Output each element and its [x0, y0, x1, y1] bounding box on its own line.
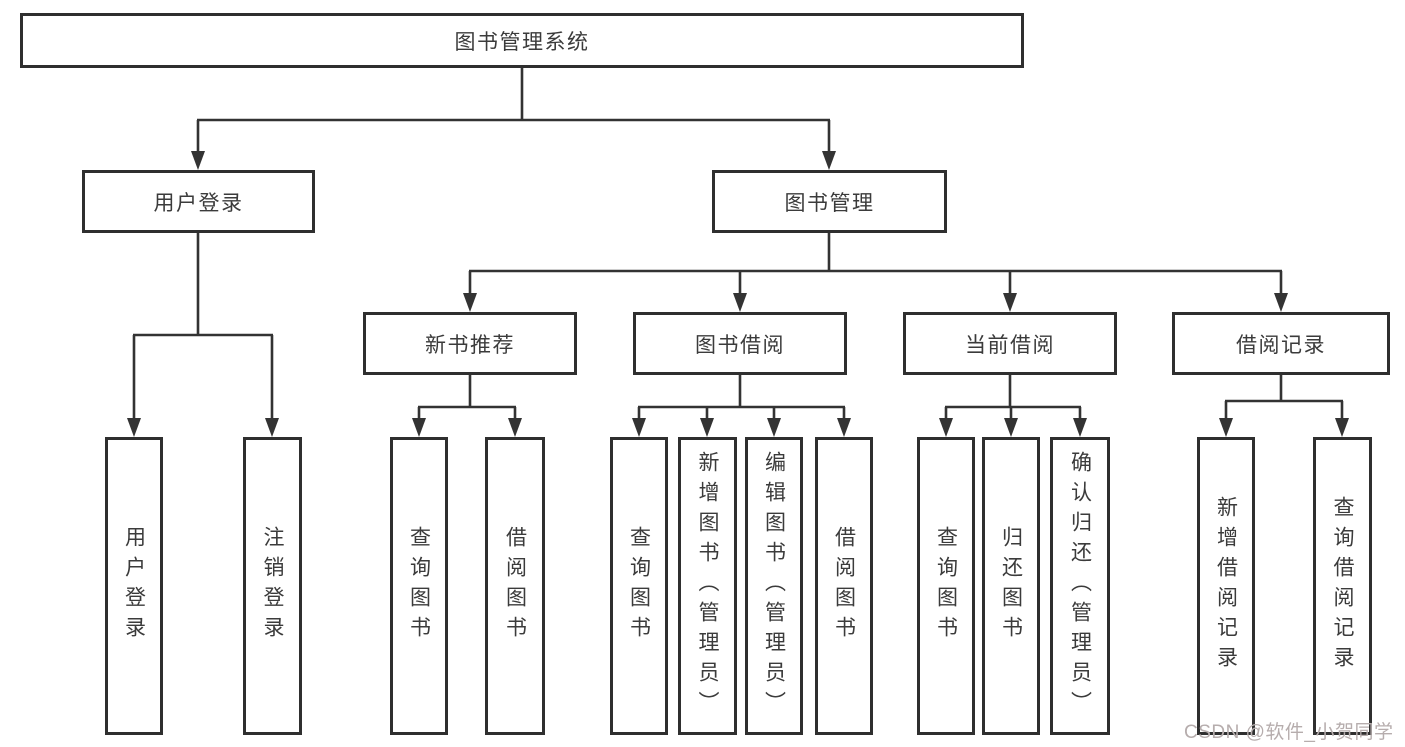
- leaf-add-books-admin: 新增图书（管理员）: [678, 437, 737, 735]
- tree-edges: [132, 68, 1344, 420]
- node-book-borrowing: 图书借阅: [633, 312, 847, 375]
- leaf-add-borrow-record: 新增借阅记录: [1197, 437, 1255, 735]
- node-new-book-recommend: 新书推荐: [363, 312, 577, 375]
- leaf-edit-books-admin: 编辑图书（管理员）: [745, 437, 803, 735]
- leaf-logout: 注销登录: [243, 437, 302, 735]
- leaf-confirm-return-admin: 确认归还（管理员）: [1050, 437, 1110, 735]
- node-book-management: 图书管理: [712, 170, 947, 233]
- leaf-return-books: 归还图书: [982, 437, 1040, 735]
- node-borrow-records: 借阅记录: [1172, 312, 1390, 375]
- leaf-query-books: 查询图书: [390, 437, 448, 735]
- csdn-watermark: CSDN @软件_小贺同学: [1184, 722, 1394, 743]
- node-user-login: 用户登录: [82, 170, 315, 233]
- node-current-borrowing: 当前借阅: [903, 312, 1117, 375]
- leaf-borrow-books-2: 借阅图书: [815, 437, 873, 735]
- leaf-query-borrow-record: 查询借阅记录: [1313, 437, 1372, 735]
- leaf-borrow-books: 借阅图书: [485, 437, 545, 735]
- node-root-system: 图书管理系统: [20, 13, 1024, 68]
- leaf-user-login: 用户登录: [105, 437, 163, 735]
- leaf-query-books-3: 查询图书: [917, 437, 975, 735]
- leaf-query-books-2: 查询图书: [610, 437, 668, 735]
